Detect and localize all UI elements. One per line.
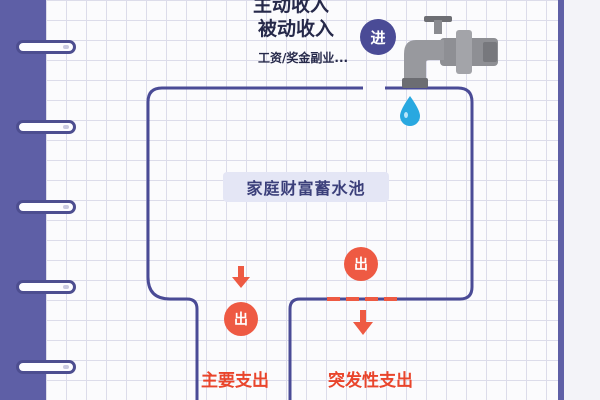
spiral-ring: [16, 280, 76, 294]
notebook-edge: [558, 0, 600, 400]
pool-title: 家庭财富蓄水池: [223, 172, 389, 202]
pool-outline-left: [146, 86, 363, 400]
spiral-ring: [16, 360, 76, 374]
sudden-outflow-badge: 出: [344, 247, 378, 281]
drain-pipe-right: [288, 297, 330, 400]
down-arrow-icon: [353, 310, 373, 335]
spiral-ring: [16, 200, 76, 214]
main-expense-label: 主要支出: [201, 371, 269, 391]
spiral-ring: [16, 40, 76, 54]
active-income-label: 主动收入: [253, 0, 330, 16]
income-sources-note: 工资/奖金副业...: [258, 51, 349, 65]
main-outflow-badge: 出: [224, 302, 258, 336]
sudden-expense-label: 突发性支出: [328, 371, 413, 391]
inflow-badge: 进: [360, 19, 396, 55]
faucet-icon: [402, 16, 498, 88]
passive-income-label: 被动收入: [258, 18, 335, 40]
water-drop-icon: [400, 96, 420, 126]
spiral-ring: [16, 120, 76, 134]
down-arrow-icon: [232, 266, 250, 288]
pool-outline: [330, 86, 474, 301]
